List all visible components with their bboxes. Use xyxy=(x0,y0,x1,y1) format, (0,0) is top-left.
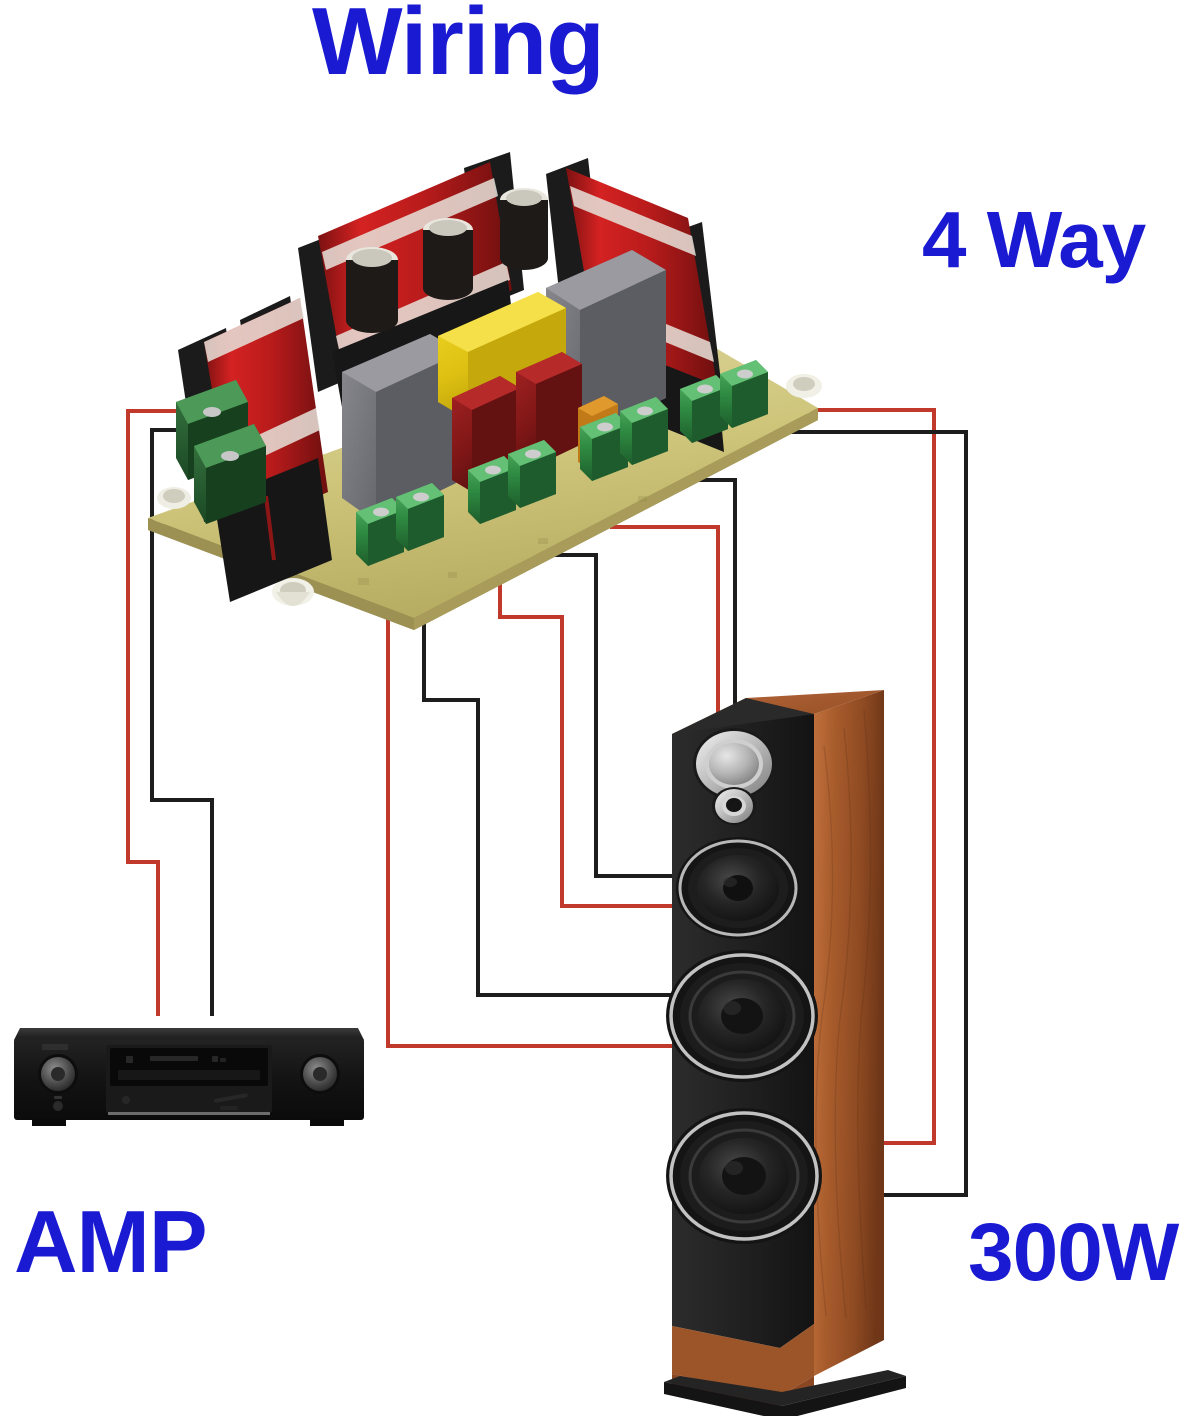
woofer[interactable] xyxy=(666,950,818,1082)
wood-grain xyxy=(815,709,872,1319)
amp-foot-right xyxy=(310,1118,344,1126)
output-terminal-4[interactable] xyxy=(508,440,556,508)
pcb-standoff-bottom xyxy=(272,578,314,606)
output-terminal-5[interactable] xyxy=(580,413,628,481)
label-4-way: 4 Way xyxy=(922,195,1146,284)
cabinet-side-wood xyxy=(814,690,884,1376)
crossover-board[interactable] xyxy=(118,140,848,660)
amplifier[interactable] xyxy=(14,1012,364,1137)
amp-power-button[interactable] xyxy=(53,1101,63,1111)
output-terminal-blocks[interactable] xyxy=(356,360,768,566)
wire-amp-positive xyxy=(126,409,205,1016)
wire-sub-negative xyxy=(422,505,752,997)
amp-lower-controls[interactable] xyxy=(122,1093,248,1110)
amp-trim-strip xyxy=(108,1112,270,1115)
amp-foot-left xyxy=(32,1118,66,1126)
output-terminal-3[interactable] xyxy=(468,456,516,524)
midrange-driver[interactable] xyxy=(676,837,800,939)
sub-woofer[interactable] xyxy=(666,1108,822,1244)
super-tweeter[interactable] xyxy=(712,787,756,825)
page-title: Wiring xyxy=(312,0,605,95)
amp-top-panel xyxy=(14,1028,364,1040)
input-terminal-block[interactable] xyxy=(176,380,266,524)
label-power: 300W xyxy=(968,1207,1179,1298)
film-cap-red-2 xyxy=(516,352,582,466)
speaker-base-top xyxy=(664,1370,906,1406)
output-terminal-8[interactable] xyxy=(720,360,768,428)
label-amp: AMP xyxy=(14,1192,208,1291)
electrolytic-capacitor-1 xyxy=(346,247,398,333)
tweeter[interactable] xyxy=(693,728,775,800)
amp-led-indicator xyxy=(54,1096,62,1099)
speaker-base-plinth xyxy=(664,1376,906,1420)
pcb-standoff-left xyxy=(157,487,191,509)
output-terminal-6[interactable] xyxy=(620,397,668,465)
output-terminal-2[interactable] xyxy=(396,483,444,551)
output-terminal-7[interactable] xyxy=(680,375,728,443)
amp-display-screen xyxy=(110,1048,268,1086)
amp-input-selector-knob[interactable] xyxy=(300,1054,340,1094)
pcb-standoff-right xyxy=(786,374,822,398)
amp-display-readout xyxy=(118,1056,260,1080)
output-terminal-1[interactable] xyxy=(356,498,404,566)
amp-brand-plate xyxy=(42,1044,68,1050)
electrolytic-capacitor-2 xyxy=(423,218,473,300)
wire-amp-negative xyxy=(150,428,222,1016)
cabinet-lower-wood-front xyxy=(672,1324,814,1396)
amp-volume-knob[interactable] xyxy=(38,1054,78,1094)
speaker-tower[interactable] xyxy=(662,676,914,1420)
electrolytic-capacitor-3 xyxy=(500,188,548,270)
